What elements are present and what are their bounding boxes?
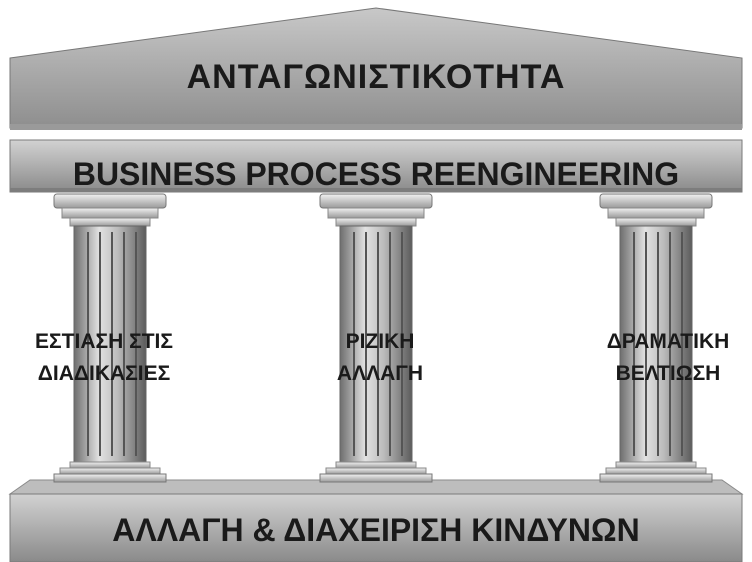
base-platform	[8, 479, 744, 562]
pillar-label-line: ΒΕΛΤΙΩΣΗ	[615, 362, 721, 385]
pillar-label-line: ΕΣΤΙΑΣΗ ΣΤΙΣ	[35, 330, 173, 353]
pillar-label-line: ΡΙΖΙΚΗ	[345, 330, 415, 353]
pillar-label-line: ΔΡΑΜΑΤΙΚΗ	[606, 330, 730, 353]
pillar-3	[599, 193, 713, 483]
band-title: BUSINESS PROCESS REENGINEERING	[72, 156, 680, 192]
roof	[9, 7, 743, 130]
pillar-1	[53, 193, 167, 483]
base-title: ΑΛΛΑΓΗ & ΔΙΑΧΕΙΡΙΣΗ ΚΙΝΔΥΝΩΝ	[112, 512, 640, 548]
reengineering-band	[9, 139, 743, 193]
pillar-label-2: ΡΙΖΙΚΗ ΑΛΛΑΓΗ	[280, 326, 480, 390]
pillar-label-line: ΑΛΛΑΓΗ	[336, 362, 424, 385]
pillar-label-3: ΔΡΑΜΑΤΙΚΗ ΒΕΛΤΙΩΣΗ	[584, 326, 752, 390]
roof-title: ΑΝΤΑΓΩΝΙΣΤΙΚΟΤΗΤΑ	[186, 58, 566, 96]
pillar-label-1: ΕΣΤΙΑΣΗ ΣΤΙΣ ΔΙΑΔΙΚΑΣΙΕΣ	[4, 326, 204, 390]
pillar-label-line: ΔΙΑΔΙΚΑΣΙΕΣ	[37, 362, 171, 385]
pillar-2	[319, 193, 433, 483]
